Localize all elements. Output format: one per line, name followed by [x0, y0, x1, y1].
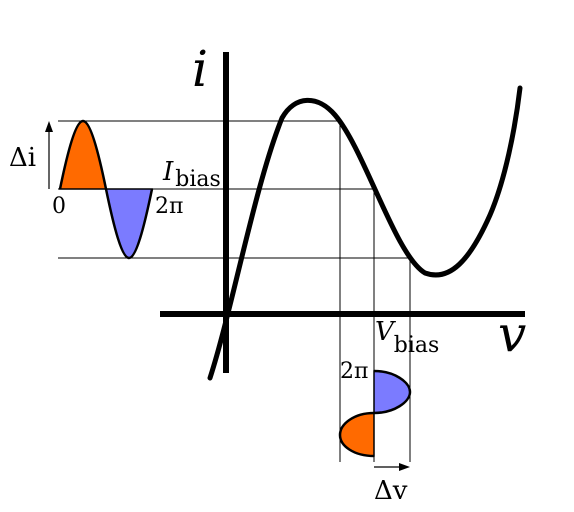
v-bias-main: V	[375, 317, 396, 347]
iv-characteristic-curve	[207, 85, 523, 381]
v-bias-sub: bias	[394, 333, 440, 358]
delta-v-label: Δv	[374, 476, 408, 506]
x-axis-label: v	[498, 305, 526, 363]
voltage-wave-negative-half	[339, 412, 375, 457]
voltage-wave-positive-half	[373, 370, 411, 414]
current-wave-end-label: 2π	[155, 194, 183, 219]
i-bias-main: I	[162, 157, 174, 187]
i-bias-sub: bias	[175, 167, 221, 192]
delta-v-arrow-head	[399, 463, 410, 471]
i-bias-label: Ibias	[162, 157, 221, 192]
current-wave-start-label: 0	[52, 194, 66, 219]
y-axis-label: i	[192, 40, 208, 98]
v-bias-label: Vbias	[375, 317, 439, 358]
delta-i-arrow-head	[45, 121, 53, 132]
delta-i-label: Δi	[9, 143, 36, 173]
voltage-wave-end-label: 2π	[340, 359, 368, 384]
